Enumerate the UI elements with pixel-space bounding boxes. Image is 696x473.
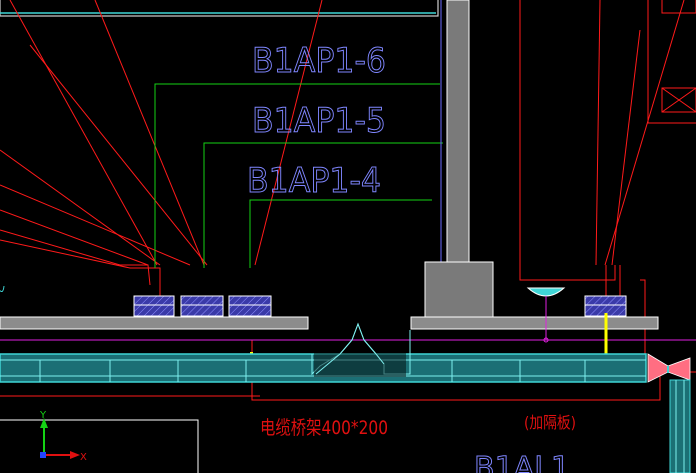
cable-tray-label: 电缆桥架400*200: [260, 417, 388, 439]
cable-tray: [0, 322, 691, 473]
title-block-frame: [0, 419, 199, 473]
green-circuit-lines: [154, 83, 443, 268]
partition-annotation: (加隔板): [524, 413, 576, 432]
floor-slabs: [0, 316, 696, 341]
ucs-icon: Y X: [39, 410, 87, 463]
circuit-label-b1ap1-6: B1AP1-6: [252, 41, 386, 81]
lamp-symbol: [526, 287, 566, 343]
ucs-x-label: X: [80, 452, 87, 463]
circuit-label-b1ap1-5: B1AP1-5: [252, 101, 386, 141]
circuit-label-b1al1: B1AL1: [474, 451, 570, 473]
distribution-panels: [133, 295, 627, 317]
left-lamp-fragment: [0, 285, 5, 292]
ucs-y-label: Y: [39, 410, 47, 421]
building-column: [424, 0, 494, 329]
top-frame: [0, 0, 439, 17]
circuit-label-b1ap1-4: B1AP1-4: [247, 161, 381, 201]
right-equipment-boxes: [647, 0, 696, 124]
